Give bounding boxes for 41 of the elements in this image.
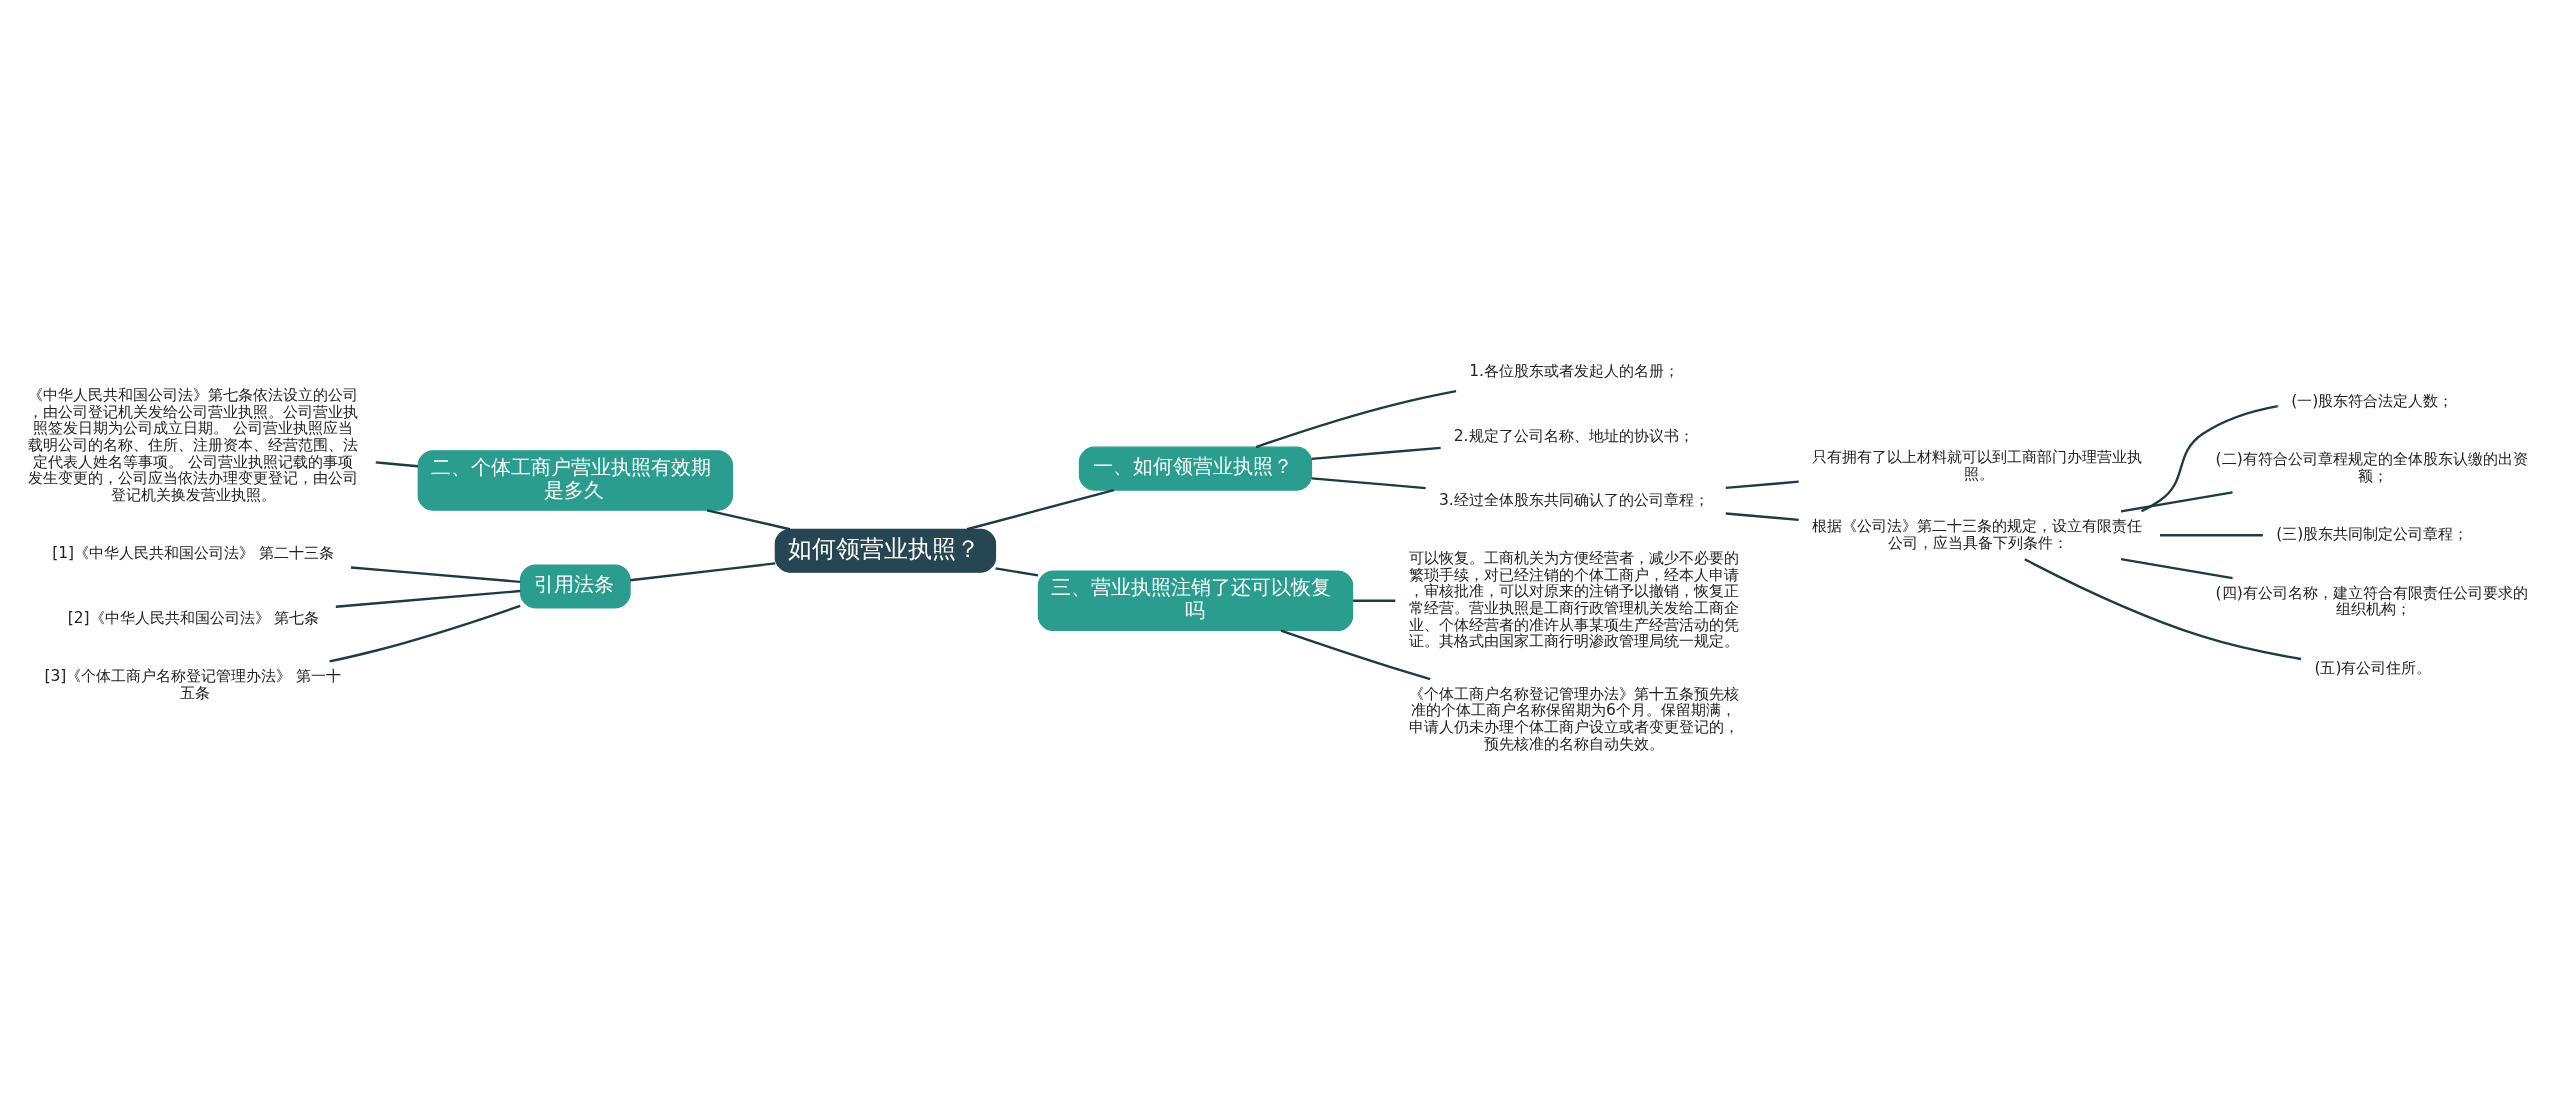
node-text: 只有拥有了以上材料就可以到工商部门办理营业执照。 [1812, 447, 2143, 483]
node-text: 《个体工商户名称登记管理办法》第十五条预先核准的个体工商户名称保留期为6个月。保留期满，申请人仍未办理个体工商户设立或者变更登记的，预先核准的名称自动失效。 [1408, 684, 1739, 753]
connector [329, 604, 521, 663]
node-text: [2]《中华人民共和国公司法》 第七条 [67, 608, 320, 627]
node-box: 三、营业执照注销了还可以恢复吗 [1037, 570, 1354, 632]
connector [2024, 558, 2302, 661]
node-box: 如何领营业执照？ [774, 528, 997, 573]
node-text: (一)股东符合法定人数； [2291, 391, 2454, 410]
connector [1353, 599, 1396, 602]
node-text: (四)有公司名称，建立符合有限责任公司要求的组织机构； [2215, 583, 2528, 619]
node-text: 1.各位股东或者发起人的名册； [1469, 362, 1680, 381]
node-box: 引用法条 [519, 564, 631, 609]
connector [966, 488, 1115, 531]
connector [350, 566, 521, 584]
connector [1725, 480, 1799, 490]
connector [2140, 404, 2279, 513]
connector [1255, 389, 1457, 449]
node-text: [3]《个体工商户名称登记管理办法》 第一十五条 [44, 666, 342, 702]
connector [2160, 534, 2263, 537]
connector [2120, 557, 2233, 580]
connector [375, 461, 419, 468]
connector [1725, 512, 1799, 521]
node-text: 根据《公司法》第二十三条的规定，设立有限责任公司，应当具备下列条件： [1812, 516, 2143, 552]
node-box: 二、个体工商户营业执照有效期是多久 [417, 450, 734, 511]
node-text: 2.规定了公司名称、地址的协议书； [1453, 426, 1694, 445]
node-text: (五)有公司住所。 [2314, 658, 2432, 677]
node-text: [1]《中华人民共和国公司法》 第二十三条 [52, 544, 335, 563]
node-text: 《中华人民共和国公司法》第七条依法设立的公司，由公司登记机关发给公司营业执照。公司营业执照签发日期为公司成立日期。 公司营业执照应当载明公司的名称、住所、注册资本、经营范围、法定代表人姓名等事项。 公司营业执照记载的事项发生变更的，公司应当依法办理变更登记，由公司登记机关换发营业执照。 [27, 386, 358, 505]
connector [335, 589, 521, 608]
connector [995, 567, 1039, 577]
node-text: 可以恢复。工商机关为方便经营者，减少不必要的繁琐手续，对已经注销的个体工商户，经本人申请，审核批准，可以对原来的注销予以撤销，恢复正常经营。营业执照是工商行政管理机关发给工商企业、个体经营者的准许从事某项生产经营活动的凭证。其格式由国家工商行明渗政管理局统一规定。 [1408, 549, 1739, 651]
connector [1311, 446, 1441, 460]
node-text: (二)有符合公司章程规定的全体股东认缴的出资额； [2215, 450, 2528, 485]
connector [706, 509, 791, 531]
node-text: (三)股东共同制定公司章程； [2276, 525, 2469, 544]
connector [1280, 629, 1431, 681]
node-box: 一、如何领营业执照？ [1078, 446, 1313, 491]
connector [1311, 477, 1426, 490]
connector [2120, 491, 2233, 513]
node-text: 3.经过全体股东共同确认了的公司章程； [1438, 490, 1709, 509]
connector [629, 562, 776, 582]
